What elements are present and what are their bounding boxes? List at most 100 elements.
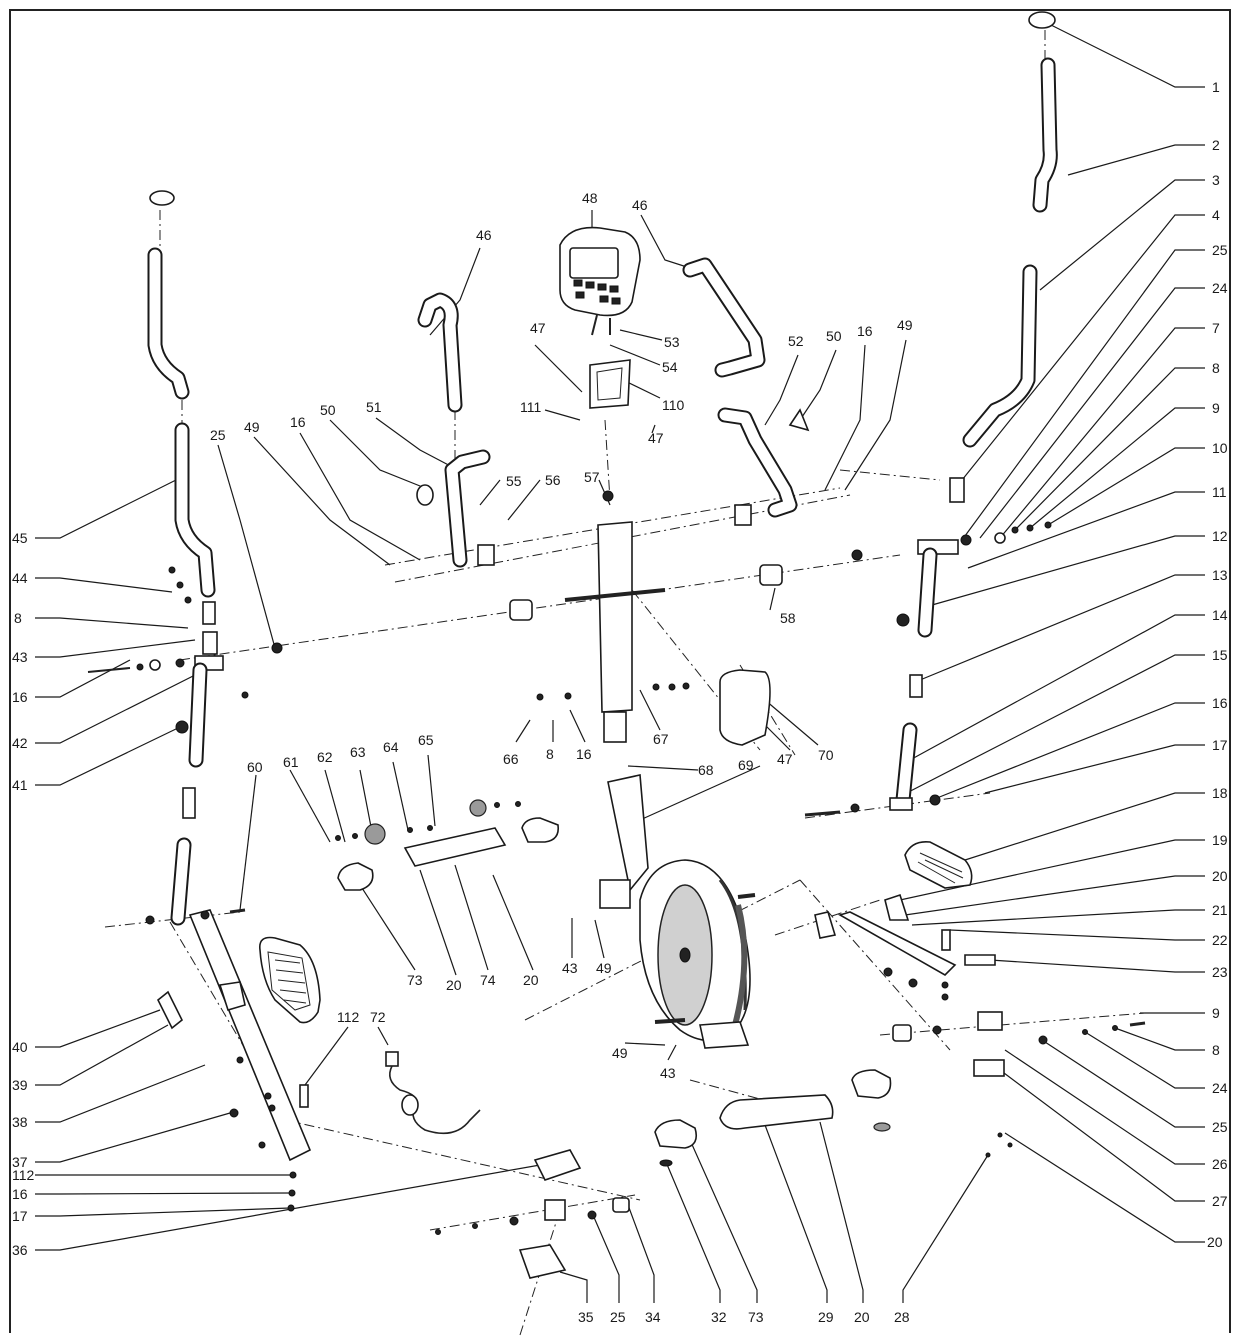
callout-c24a: 24 [1212, 280, 1228, 296]
callout-c43l: 43 [12, 649, 28, 665]
callout-c53: 53 [664, 334, 680, 350]
callout-c36: 36 [12, 1242, 28, 1258]
callout-c13: 13 [1212, 567, 1228, 583]
callout-c16l: 16 [12, 689, 28, 705]
left-end-cap [149, 190, 175, 206]
callout-c12: 12 [1212, 528, 1228, 544]
callout-c49b: 49 [612, 1045, 628, 1061]
callout-c34: 34 [645, 1309, 661, 1325]
callout-c16ml: 16 [290, 414, 306, 430]
left-pedal-plate [258, 936, 321, 1024]
callout-c58: 58 [780, 610, 796, 626]
callout-c52: 52 [788, 333, 804, 349]
callout-c20c: 20 [523, 972, 539, 988]
diagram-frame [9, 9, 1231, 1333]
callout-c41: 41 [12, 777, 28, 793]
callout-c112l: 112 [12, 1167, 35, 1183]
callout-c11: 11 [1212, 484, 1227, 500]
callout-c16m: 16 [857, 323, 873, 339]
callout-c47a: 47 [530, 320, 546, 336]
callout-c57: 57 [584, 469, 600, 485]
callout-c43m: 43 [562, 960, 578, 976]
callout-c64: 64 [383, 739, 399, 755]
callout-c23: 23 [1212, 964, 1228, 980]
front-post [536, 521, 690, 743]
callout-c62: 62 [317, 749, 333, 765]
callout-c110: 110 [662, 397, 685, 413]
callout-c28: 28 [894, 1309, 910, 1325]
callout-c17l: 17 [12, 1208, 28, 1224]
callout-c49m: 49 [596, 960, 612, 976]
callout-c50l: 50 [320, 402, 336, 418]
callout-c22: 22 [1212, 932, 1228, 948]
callout-c8a: 8 [1212, 360, 1220, 376]
lower-bracket [435, 1149, 630, 1279]
callout-c67: 67 [653, 731, 669, 747]
callout-c45: 45 [12, 530, 28, 546]
callout-c4: 4 [1212, 207, 1220, 223]
callout-c20r1: 20 [1212, 868, 1228, 884]
callout-c69: 69 [738, 757, 754, 773]
callout-c8b: 8 [1212, 1042, 1220, 1058]
callout-c56: 56 [545, 472, 561, 488]
right-pedal-arm [814, 893, 996, 1001]
callout-c112m: 112 [337, 1009, 360, 1025]
callout-c15: 15 [1212, 647, 1228, 663]
callout-c61: 61 [283, 754, 299, 770]
callout-c44: 44 [12, 570, 28, 586]
callout-c49r: 49 [897, 317, 913, 333]
callout-c8m: 8 [546, 746, 554, 762]
console [559, 226, 641, 502]
callout-c60: 60 [247, 759, 263, 775]
rear-right-hardware [892, 1011, 1146, 1158]
callout-c50r: 50 [826, 328, 842, 344]
callout-c14: 14 [1212, 607, 1228, 623]
callout-c47c: 47 [777, 751, 793, 767]
flywheel-housing [599, 774, 756, 1049]
callout-c73b: 73 [748, 1309, 764, 1325]
callout-c16mm: 16 [576, 746, 592, 762]
callout-c43b: 43 [660, 1065, 676, 1081]
callout-c63: 63 [350, 744, 366, 760]
callout-c68: 68 [698, 762, 714, 778]
callout-c16r: 16 [1212, 695, 1228, 711]
callout-c19: 19 [1212, 832, 1228, 848]
callout-c54: 54 [662, 359, 678, 375]
front-stabilizer [335, 799, 560, 891]
callout-c111: 111 [520, 399, 541, 415]
callout-c65: 65 [418, 732, 434, 748]
callout-c7: 7 [1212, 320, 1220, 336]
callout-labels: 1 2 3 4 25 24 7 8 9 10 11 12 13 14 15 16… [12, 79, 1228, 1325]
cover-70 [719, 669, 771, 746]
callout-c73a: 73 [407, 972, 423, 988]
callout-c20r2: 20 [1207, 1234, 1223, 1250]
callout-c46r: 46 [632, 197, 648, 213]
callout-c74: 74 [480, 972, 496, 988]
callout-c3: 3 [1212, 172, 1220, 188]
callout-c25c: 25 [610, 1309, 626, 1325]
callout-c8l: 8 [14, 610, 22, 626]
left-arm-assembly [87, 190, 249, 926]
callout-c27: 27 [1212, 1193, 1228, 1209]
callout-c2: 2 [1212, 137, 1220, 153]
left-handlebar [416, 292, 495, 568]
power-adapter [385, 1051, 481, 1135]
left-pedal-arm [145, 908, 312, 1212]
callout-c17r: 17 [1212, 737, 1228, 753]
callout-c26: 26 [1212, 1156, 1228, 1172]
callout-c47b: 47 [648, 430, 664, 446]
callout-c35: 35 [578, 1309, 594, 1325]
callout-c49l: 49 [244, 419, 260, 435]
callout-c25b: 25 [1212, 1119, 1228, 1135]
rear-stabilizer [654, 1069, 892, 1167]
callout-c37: 37 [12, 1154, 28, 1170]
callout-c29: 29 [818, 1309, 834, 1325]
callout-c66: 66 [503, 751, 519, 767]
callout-c9a: 9 [1212, 400, 1220, 416]
callout-c20a: 20 [446, 977, 462, 993]
callout-c39: 39 [12, 1077, 28, 1093]
right-arm-assembly [804, 11, 1058, 817]
leader-lines [35, 21, 1205, 1303]
callout-c9b: 9 [1212, 1005, 1220, 1021]
